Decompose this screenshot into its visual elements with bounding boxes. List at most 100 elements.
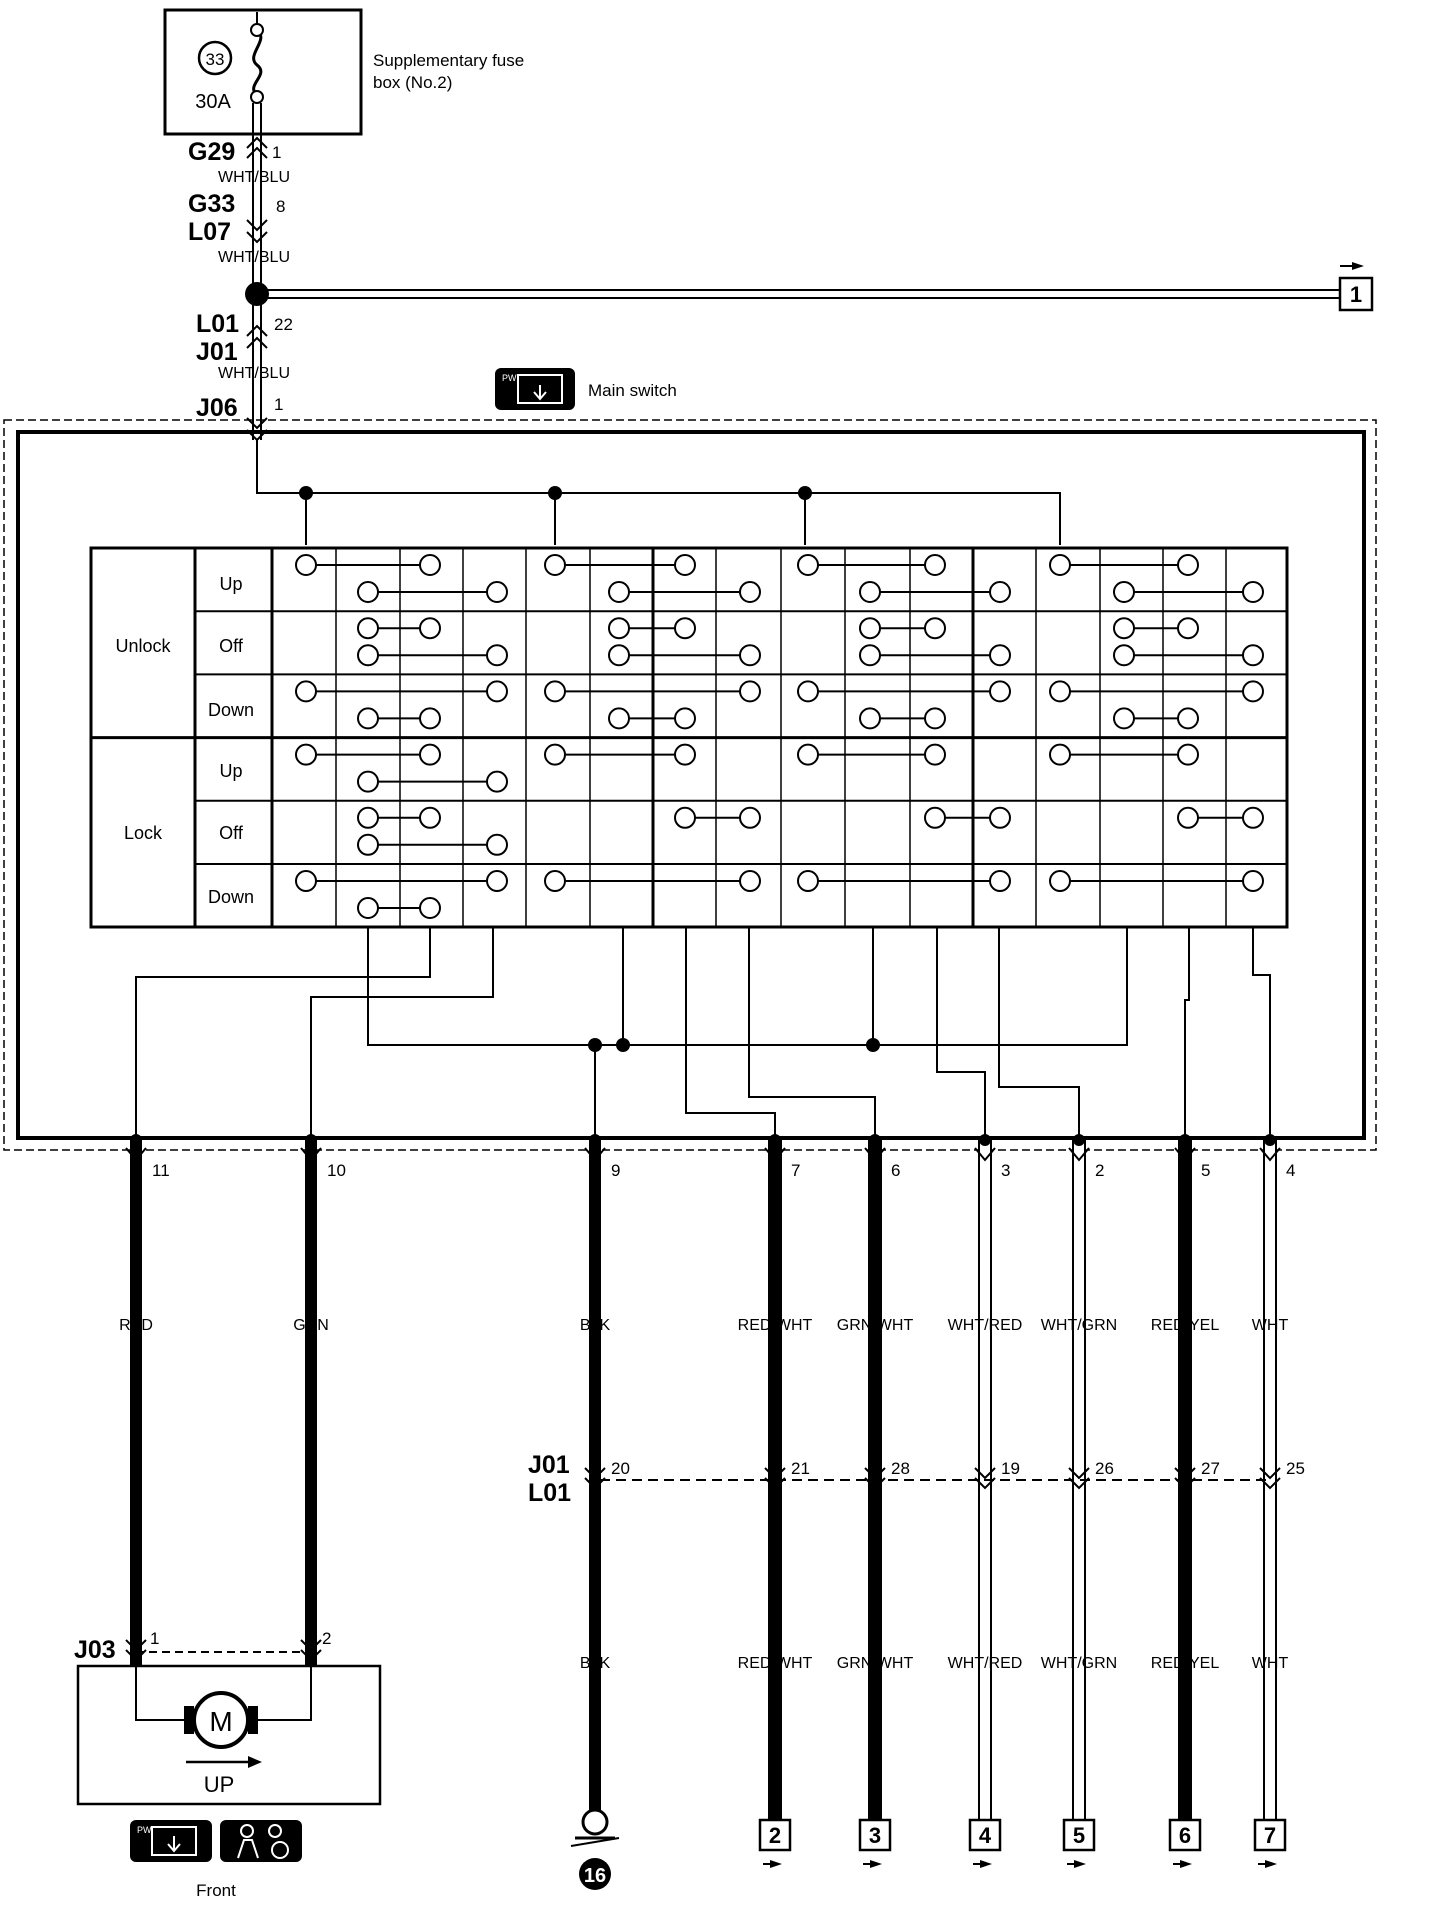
row-unlock-off: Off [219, 636, 244, 656]
row-lock-up: Up [219, 761, 242, 781]
output-wire-label: GRN/WHT [837, 1317, 914, 1334]
contact-pair [859, 617, 946, 640]
contact-pair [924, 806, 1011, 829]
contact-pair [608, 581, 761, 603]
output-wire-label-2: WHT/GRN [1041, 1655, 1117, 1672]
contact-pair [1113, 581, 1264, 603]
wire-top-1: WHT/BLU [218, 169, 290, 186]
conn-j06: J06 [196, 394, 238, 422]
contact-pair [859, 707, 946, 730]
motor-pin-1: 1 [150, 1629, 159, 1648]
contact-pair [357, 897, 441, 919]
output-wire-label-2: RED/WHT [738, 1655, 813, 1672]
output-wire-label-2: BLK [580, 1655, 611, 1672]
contact-pair [1177, 806, 1264, 829]
output-wire-label: RED/WHT [738, 1317, 813, 1334]
contact-pair [797, 680, 1011, 703]
mid-conn-j01: J01 [528, 1451, 570, 1479]
motor-pin-2: 2 [322, 1629, 331, 1648]
fuse-number: 33 [206, 50, 225, 69]
output-j01-pin: 21 [791, 1459, 810, 1478]
wire-top-2: WHT/BLU [218, 249, 290, 266]
contact-pair [608, 617, 696, 640]
output-pin: 6 [891, 1161, 900, 1180]
svg-text:3: 3 [869, 1823, 881, 1848]
contact-pair [544, 743, 696, 766]
output-j01-pin: 26 [1095, 1459, 1114, 1478]
internal-wiring [135, 927, 1271, 1140]
row-unlock-down: Down [208, 700, 254, 720]
output-wire-label: RED [119, 1317, 153, 1334]
contact-pair [1049, 743, 1199, 766]
contact-pair [608, 707, 696, 730]
contact-pair [357, 770, 508, 793]
contact-pair [1049, 680, 1264, 703]
svg-text:PW: PW [502, 373, 517, 383]
contact-pair [674, 806, 761, 829]
svg-text:PW: PW [137, 1825, 152, 1835]
output-wire-label: WHT [1252, 1317, 1289, 1334]
output-wire-label: RED/YEL [1151, 1317, 1220, 1334]
contact-pair [608, 644, 761, 667]
front-window-icon: PW [130, 1820, 212, 1862]
conn-g29: G29 [188, 138, 235, 166]
contact-pair [295, 680, 508, 703]
output-pin: 2 [1095, 1161, 1104, 1180]
output-pin: 11 [152, 1161, 170, 1180]
svg-text:5: 5 [1073, 1823, 1085, 1848]
fuse-box: 33 30A [163, 8, 363, 136]
contact-pair [1113, 707, 1199, 730]
front-caption: Front [196, 1881, 236, 1900]
svg-text:2: 2 [769, 1823, 781, 1848]
j03-chevron [300, 1649, 322, 1662]
row-lock-off: Off [219, 823, 244, 843]
output-wires: 11RED10GRN9BLK20BLK7RED/WHT21RED/WHT26GR… [119, 1134, 1305, 1868]
contact-pair [797, 743, 946, 766]
ground-symbol: 16 [570, 1808, 620, 1890]
output-wire-label: BLK [580, 1317, 611, 1334]
j03-chevron [125, 1639, 147, 1652]
contact-pair [357, 806, 441, 829]
output-j01-pin: 25 [1286, 1459, 1305, 1478]
contact-pair [1113, 644, 1264, 667]
output-ref-box: 5 [1062, 1818, 1096, 1868]
output-ref-box: 6 [1168, 1818, 1202, 1868]
svg-text:4: 4 [979, 1823, 992, 1848]
contact-pair [295, 554, 441, 576]
output-ref-box: 7 [1253, 1818, 1287, 1868]
output-wire-label-2: RED/YEL [1151, 1655, 1220, 1672]
output-pin: 3 [1001, 1161, 1010, 1180]
main-switch-label: Main switch [588, 381, 677, 400]
switch-outline [16, 430, 1366, 1140]
ref-top: 1 [1350, 282, 1362, 307]
contact-pair [859, 644, 1011, 667]
output-j01-pin: 19 [1001, 1459, 1020, 1478]
conn-g29-pin: 1 [272, 143, 281, 162]
group-unlock: Unlock [115, 636, 171, 656]
output-pin: 5 [1201, 1161, 1210, 1180]
group-lock: Lock [124, 823, 163, 843]
fuse-rating: 30A [195, 91, 231, 113]
contact-pair [544, 870, 761, 892]
supply-bus [256, 440, 1061, 545]
contact-pair [1049, 870, 1264, 892]
output-j01-pin: 20 [611, 1459, 630, 1478]
ground-ref: 16 [584, 1865, 606, 1887]
contact-pair [1049, 554, 1199, 576]
output-ref-box: 2 [758, 1818, 792, 1868]
output-j01-pin: 28 [891, 1459, 910, 1478]
output-ref-box: 3 [858, 1818, 892, 1868]
pw-switch-icon: PW [495, 368, 575, 410]
svg-text:6: 6 [1179, 1823, 1191, 1848]
conn-g33-pin: 8 [276, 197, 285, 216]
j03-chevron [125, 1649, 147, 1662]
contact-pair [295, 743, 441, 766]
motor-connector: J03 [74, 1636, 116, 1664]
